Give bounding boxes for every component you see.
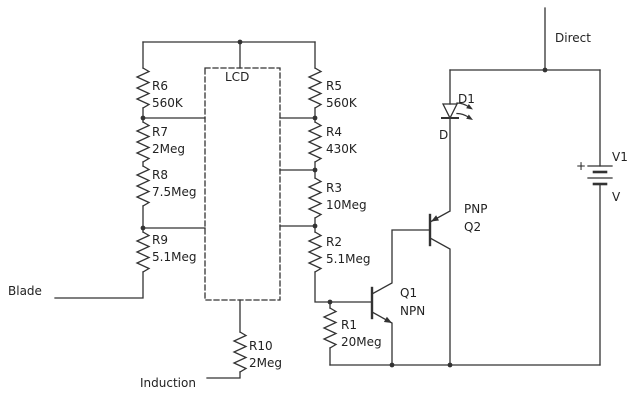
resistor-r4-symbol: [308, 121, 322, 163]
transistor-q1-ref: Q1: [400, 286, 417, 300]
resistor-r7-value: 2Meg: [152, 142, 185, 156]
resistor-r9-ref: R9: [152, 233, 168, 247]
resistor-r5-value: 560K: [326, 96, 358, 110]
battery-minus-label: V: [612, 190, 621, 204]
resistor-r10-value: 2Meg: [249, 356, 282, 370]
battery-v1-ref: V1: [612, 150, 628, 164]
resistor-r3-value: 10Meg: [326, 198, 367, 212]
resistor-r1-ref: R1: [341, 318, 357, 332]
resistor-r5-ref: R5: [326, 79, 342, 93]
led-d1-symbol: [441, 69, 473, 120]
node-label-blade: Blade: [8, 284, 42, 298]
resistor-r4-ref: R4: [326, 125, 342, 139]
junction-dots: [140, 39, 548, 368]
transistor-q1-symbol: [370, 229, 431, 366]
resistor-r3-symbol: [308, 177, 322, 219]
resistor-r4-value: 430K: [326, 142, 358, 156]
resistor-r1-symbol: [323, 307, 337, 349]
transistor-q2-ref: Q2: [464, 220, 481, 234]
resistor-r7-symbol: [136, 121, 150, 163]
transistor-q2-type: PNP: [464, 202, 487, 216]
resistor-r8-ref: R8: [152, 168, 168, 182]
wire-left-chain: [54, 41, 206, 299]
resistor-r3-ref: R3: [326, 181, 342, 195]
wire-induction-branch: [206, 299, 241, 379]
resistor-r9-value: 5.1Meg: [152, 250, 196, 264]
resistor-r8-symbol: [136, 165, 150, 207]
lcd-box: [204, 67, 281, 301]
node-label-direct: Direct: [555, 31, 591, 45]
resistor-r7-ref: R7: [152, 125, 168, 139]
node-label-induction: Induction: [140, 376, 196, 390]
resistor-r6-symbol: [136, 67, 150, 109]
resistor-r2-ref: R2: [326, 235, 342, 249]
resistor-r10-ref: R10: [249, 339, 273, 353]
led-d1-terminal: D: [439, 128, 448, 142]
resistor-r1-value: 20Meg: [341, 335, 382, 349]
resistor-r9-symbol: [136, 231, 150, 273]
wire-top-rail: [142, 41, 316, 69]
resistor-r8-value: 7.5Meg: [152, 185, 196, 199]
battery-v1-symbol: [587, 69, 613, 366]
resistor-r2-symbol: [308, 231, 322, 273]
resistor-r2-value: 5.1Meg: [326, 252, 370, 266]
resistor-r5-symbol: [308, 67, 322, 109]
transistor-q1-type: NPN: [400, 304, 425, 318]
resistor-r6-ref: R6: [152, 79, 168, 93]
resistor-r10-symbol: [233, 331, 247, 373]
resistor-r6-value: 560K: [152, 96, 184, 110]
led-d1-ref: D1: [458, 92, 475, 106]
lcd-label: LCD: [225, 70, 249, 84]
battery-plus-sign: +: [576, 159, 586, 173]
transistor-q2-symbol: [428, 117, 451, 366]
wire-direct-rail: [449, 7, 601, 71]
